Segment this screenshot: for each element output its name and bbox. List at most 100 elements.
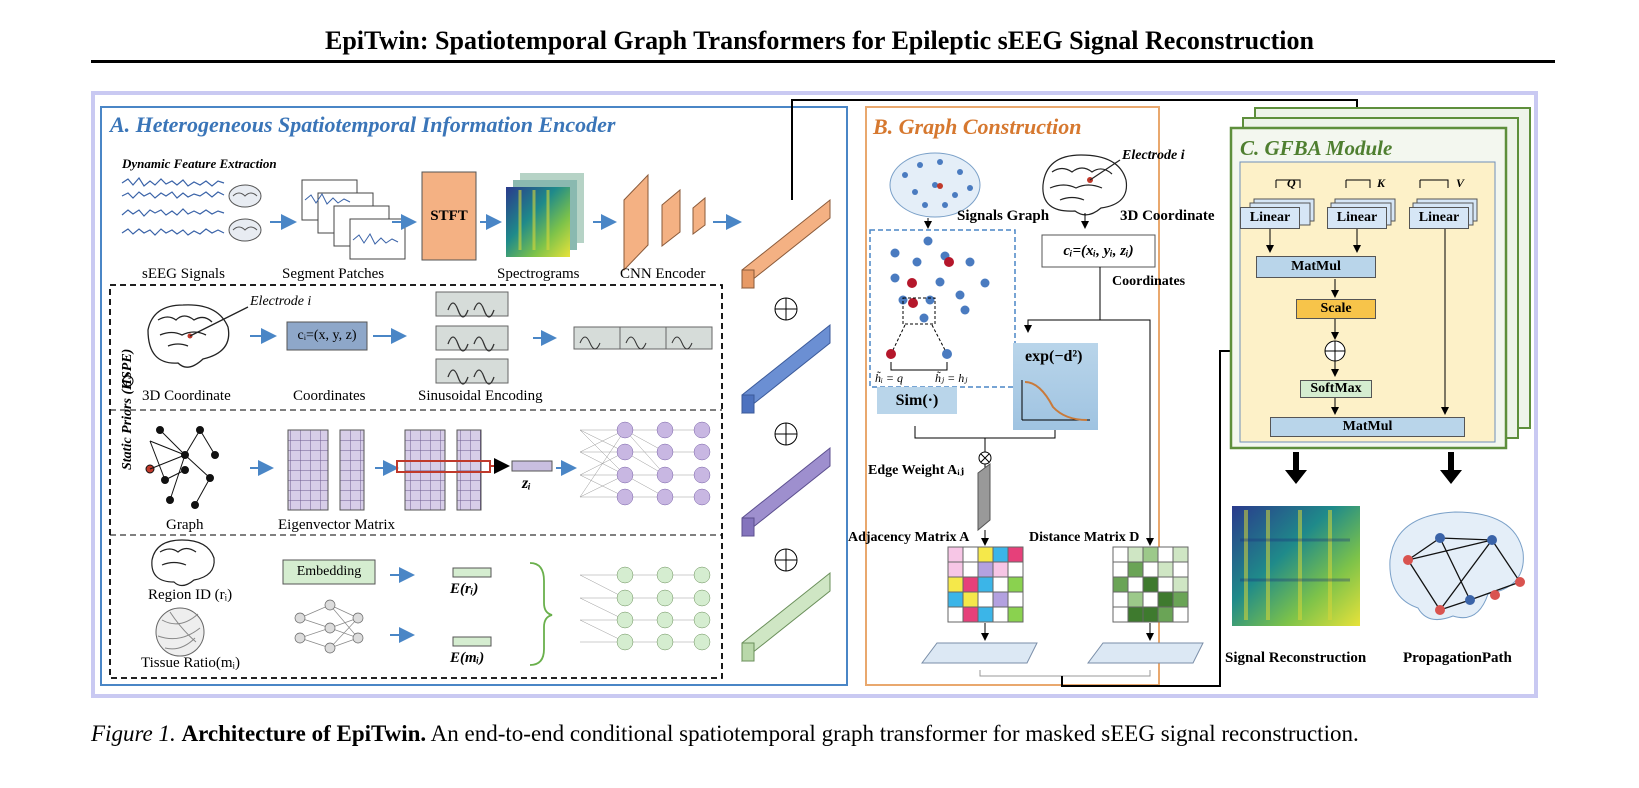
hh-label: h̃ⱼ = hⱼ xyxy=(935,371,968,385)
brain-electrode xyxy=(1042,154,1128,216)
scale-box: Scale xyxy=(1296,299,1376,319)
concat-sine-bar xyxy=(573,326,713,350)
adjacency-plane xyxy=(921,642,1038,664)
matrix-cell xyxy=(977,561,994,578)
matrix-cell xyxy=(1007,591,1024,608)
plus-symbol-2 xyxy=(774,422,798,446)
matrix-cell xyxy=(1172,576,1189,593)
stft-label: STFT xyxy=(430,207,468,224)
region-id-label: Region ID (rᵢ) xyxy=(148,587,233,603)
embedding-box xyxy=(282,559,376,585)
linear-v: Linear xyxy=(1409,207,1469,229)
signals-graph-box xyxy=(869,229,1016,388)
distance-matrix-grid xyxy=(1112,546,1189,623)
graph-nodes-red xyxy=(907,257,954,308)
matrix-cell xyxy=(977,576,994,593)
matrix-cell xyxy=(1172,606,1189,623)
tissue-ratio-icon xyxy=(155,607,205,657)
matrix-cell xyxy=(1007,576,1024,593)
matrix-cell xyxy=(1127,561,1144,578)
linear-q: Linear xyxy=(1240,207,1300,229)
matrix-cell xyxy=(1142,606,1159,623)
edge-weight-label: Edge Weight Aᵢⱼ xyxy=(868,463,965,478)
softmax-box: SoftMax xyxy=(1300,380,1372,398)
tissue-ratio-label: Tissue Ratio(mᵢ) xyxy=(141,655,240,671)
mlp-small xyxy=(294,599,364,654)
matrix-cell xyxy=(1127,576,1144,593)
coordinate-box xyxy=(286,321,368,351)
plus-symbol-1 xyxy=(774,297,798,321)
exp-curve xyxy=(1024,381,1088,421)
em-label: E(mᵢ) xyxy=(450,650,485,666)
caption-label: Figure 1. xyxy=(91,721,176,746)
matrix-cell xyxy=(1157,606,1174,623)
matrix-cell xyxy=(977,546,994,563)
adjacency-matrix-grid xyxy=(947,546,1024,623)
brain-icon-coordinate xyxy=(147,304,249,368)
matrix-cell xyxy=(1112,591,1129,608)
matrix-cell xyxy=(992,606,1009,623)
graph-label: Graph xyxy=(166,517,204,533)
matrix-cell xyxy=(977,591,994,608)
hq-label: h̃ᵢ = q xyxy=(875,371,903,385)
spectrogram-stack xyxy=(506,173,584,257)
stft-box xyxy=(421,171,477,261)
eigen-matrix-1 xyxy=(287,429,329,511)
arrow-coord-to-exp xyxy=(1024,267,1101,333)
signals-graph-label: Signals Graph xyxy=(957,208,1050,224)
feature-bar-blue xyxy=(741,323,831,415)
matrix-cell xyxy=(1127,546,1144,563)
plus-symbol-3 xyxy=(774,548,798,572)
q-label: Q xyxy=(1287,176,1296,190)
paper-title: EpiTwin: Spatiotemporal Graph Transforme… xyxy=(324,26,1314,55)
matrix-cell xyxy=(947,561,964,578)
seeg-signals-label: sEEG Signals xyxy=(142,266,225,282)
figure-frame xyxy=(91,91,1538,698)
coord-formula-box xyxy=(1041,234,1156,268)
graph-nodes xyxy=(890,236,990,323)
eigen-matrix-2 xyxy=(339,429,365,511)
matrix-cell xyxy=(962,546,979,563)
feature-bar-green xyxy=(741,571,831,663)
sinusoidal-boxes xyxy=(435,291,509,384)
static-priors-label: Static Priors (HSPE) xyxy=(120,348,135,470)
matrix-cell xyxy=(992,576,1009,593)
reconstructed-spectrogram xyxy=(1232,506,1360,626)
coord-3d-b-label: 3D Coordinate xyxy=(1120,208,1215,224)
seeg-signal-traces xyxy=(121,176,225,236)
mul-symbol xyxy=(978,451,992,465)
matrix-cell xyxy=(1172,591,1189,608)
coordinates-b-label: Coordinates xyxy=(1112,274,1186,289)
electrode-i-b-label: Electrode i xyxy=(1122,148,1185,163)
node-j xyxy=(942,349,952,359)
matrix-cell xyxy=(1007,606,1024,623)
caption-text: An end-to-end conditional spatiotemporal… xyxy=(430,721,1359,746)
k-label: K xyxy=(1377,176,1386,190)
matrix-cell xyxy=(947,591,964,608)
exp-label: exp(−d²) xyxy=(1025,348,1083,365)
exp-box xyxy=(1013,343,1098,430)
green-brace xyxy=(529,562,553,666)
matrix-cell xyxy=(1142,546,1159,563)
brain-icon-region xyxy=(151,539,215,587)
panel-c-title: C. GFBA Module xyxy=(1240,136,1393,160)
matrix-cell xyxy=(1172,546,1189,563)
sine-waves xyxy=(447,302,495,385)
matrix-cell xyxy=(1142,561,1159,578)
embedding-label: Embedding xyxy=(296,564,362,579)
matrix-cell xyxy=(1112,606,1129,623)
matrix-cell xyxy=(947,546,964,563)
matrix-cell xyxy=(1112,546,1129,563)
panel-a xyxy=(100,106,848,686)
signal-reconstruction-label: Signal Reconstruction xyxy=(1225,650,1367,666)
panel-a-title: A. Heterogeneous Spatiotemporal Informat… xyxy=(110,112,616,137)
planes-bracket xyxy=(979,670,1151,677)
figure-caption: Figure 1. Architecture of EpiTwin. An en… xyxy=(91,721,1591,747)
graph-icon xyxy=(145,426,219,509)
panel-b-title: B. Graph Construction xyxy=(873,114,1082,139)
matrix-cell xyxy=(962,591,979,608)
sim-to-mul xyxy=(914,426,986,452)
spectrograms-label: Spectrograms xyxy=(497,266,580,282)
matrix-cell xyxy=(1172,561,1189,578)
